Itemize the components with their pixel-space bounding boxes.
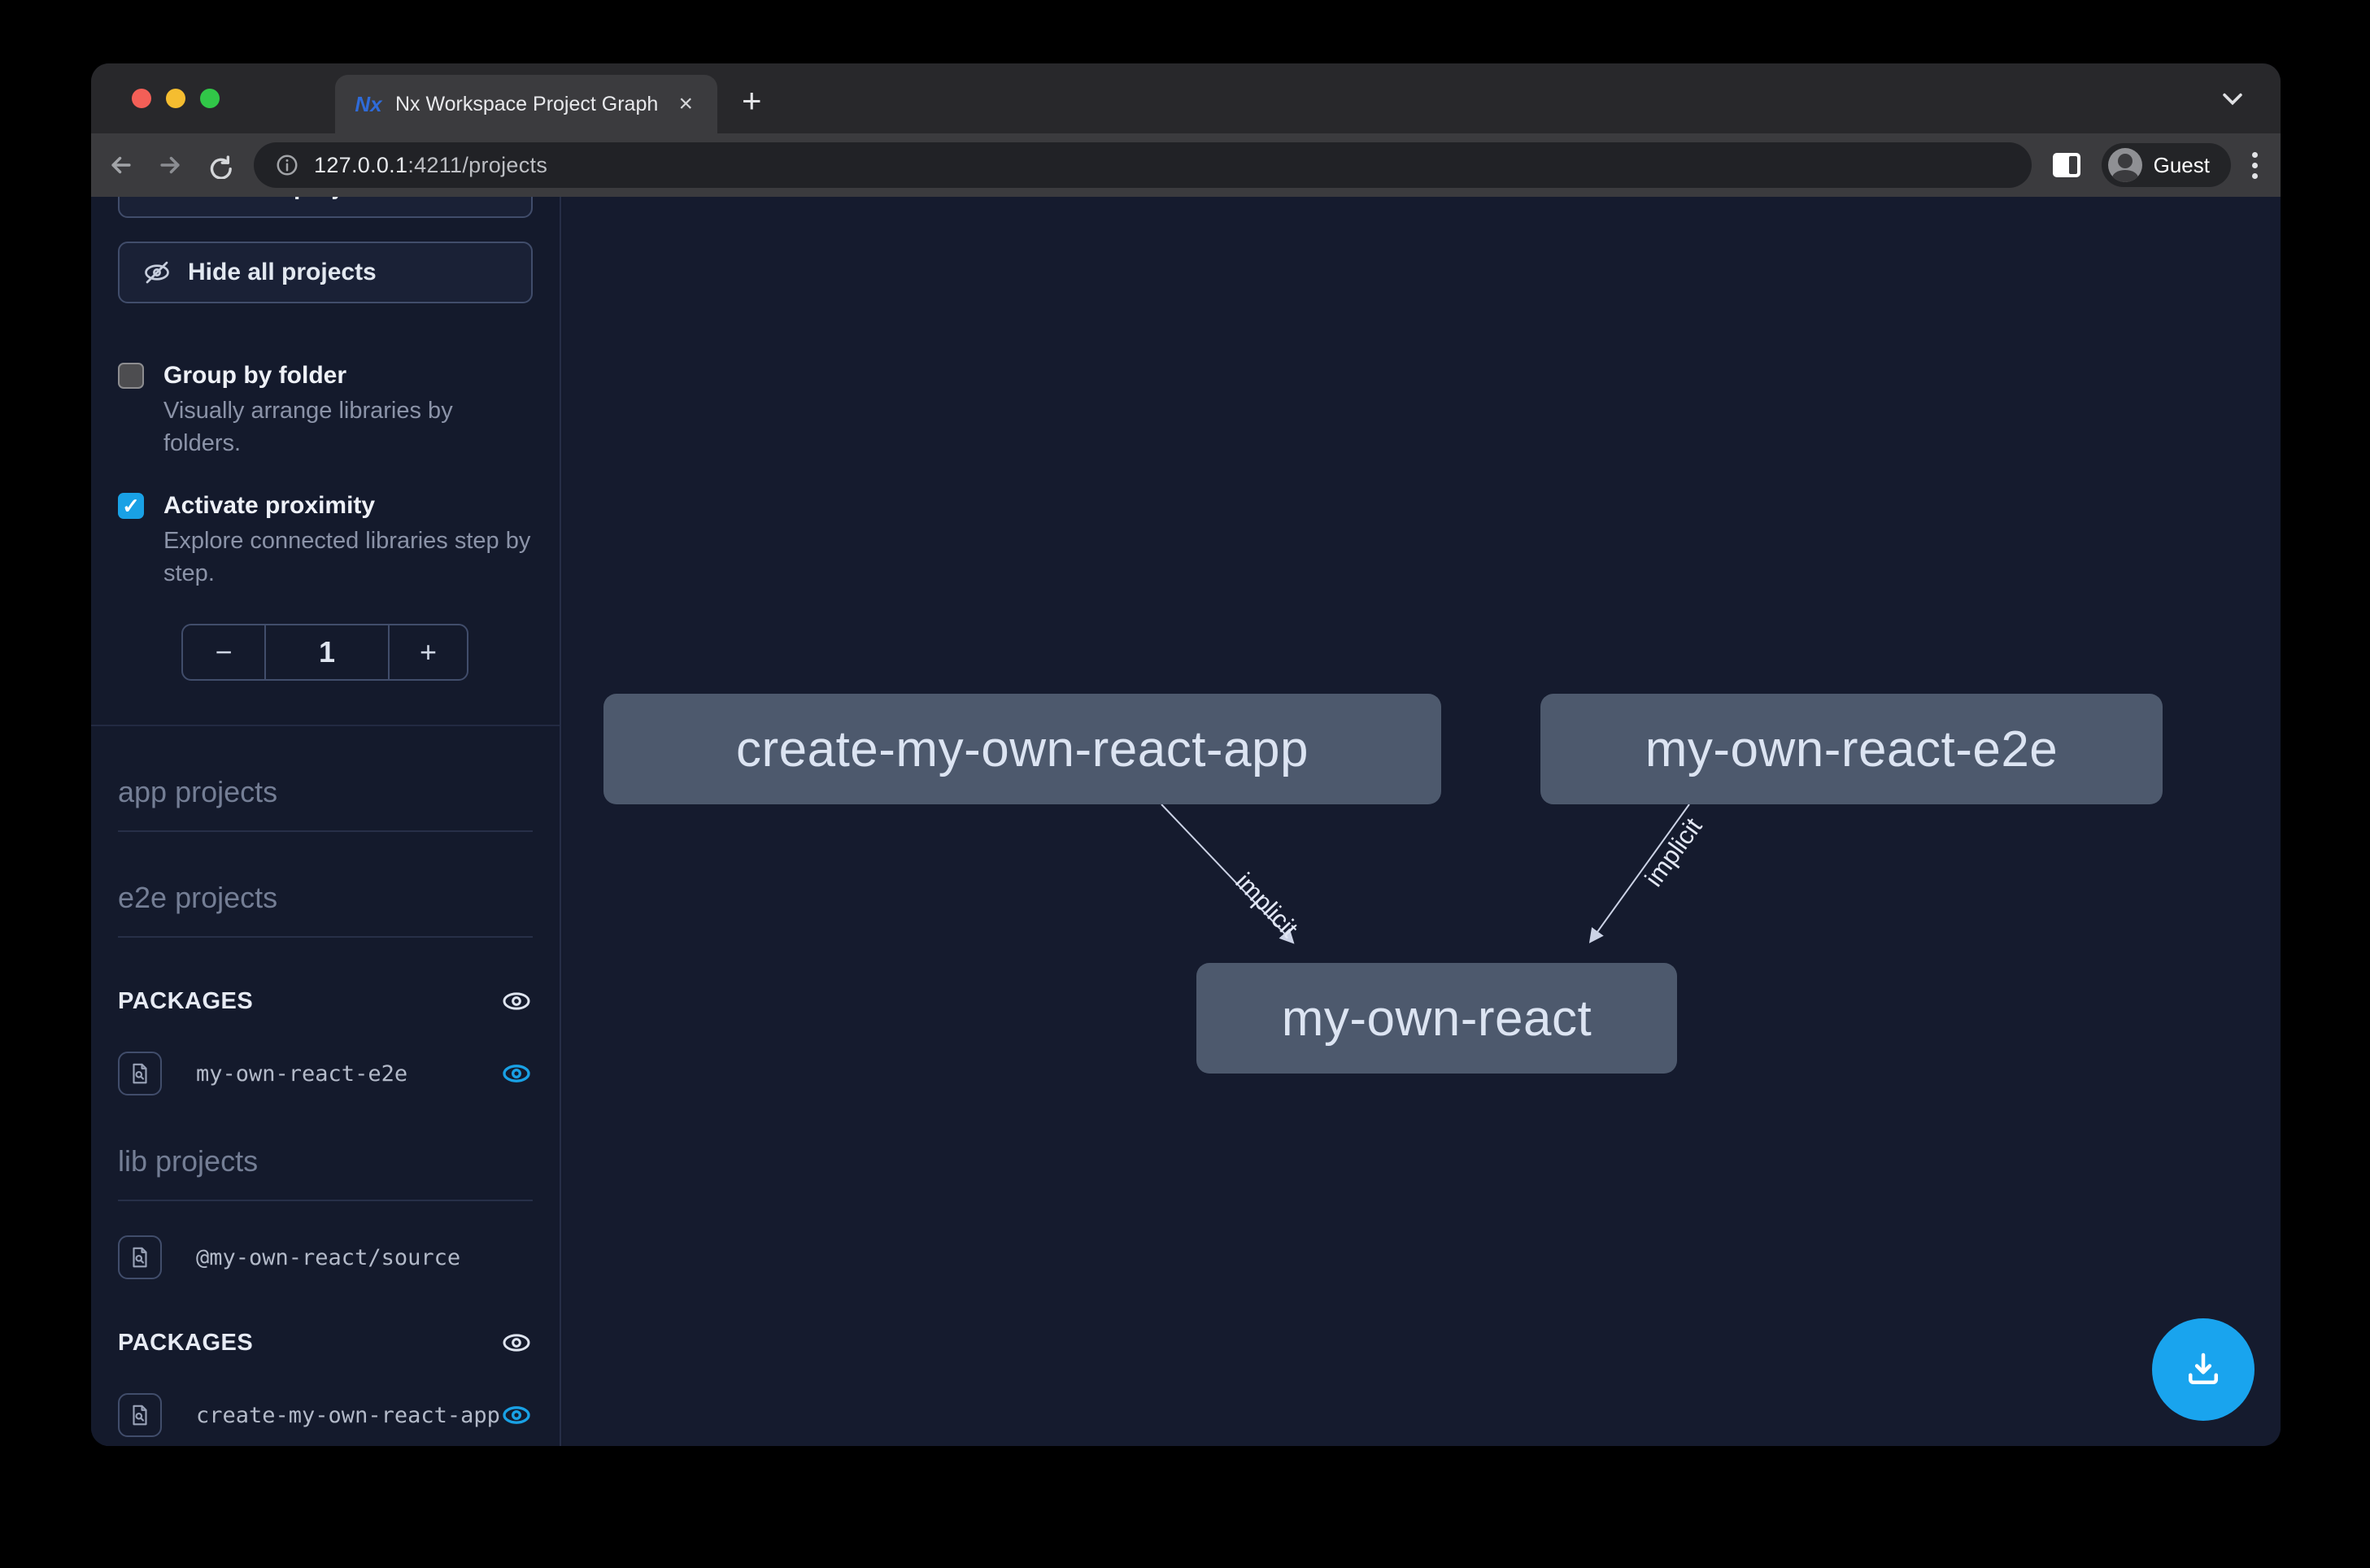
activate-proximity-checkbox[interactable]: ✓ [118,493,144,519]
activate-proximity-option: ✓ Activate proximity Explore connected l… [118,490,533,590]
browser-window: Nx Nx Workspace Project Graph × + 127.0.… [91,63,2281,1446]
app-projects-heading: app projects [118,775,533,832]
project-graph-canvas[interactable]: implicit implicit create-my-own-react-ap… [563,197,2281,1446]
back-button[interactable] [102,146,140,184]
graph-node-create-my-own-react-app[interactable]: create-my-own-react-app [603,694,1441,804]
activate-proximity-label: Activate proximity [163,492,376,519]
graph-node-my-own-react-e2e[interactable]: my-own-react-e2e [1540,694,2163,804]
graph-node-my-own-react[interactable]: my-own-react [1196,963,1677,1074]
browser-menu-icon[interactable] [2252,151,2258,179]
avatar [2107,148,2142,182]
forward-button[interactable] [151,146,189,184]
show-all-projects-button[interactable]: Show all projects [118,197,533,218]
proximity-stepper: − 1 + [181,624,468,681]
project-row-my-own-react-e2e: my-own-react-e2e [118,1052,533,1095]
edge-label-implicit: implicit [1640,812,1708,892]
edge-label-implicit: implicit [1230,867,1304,943]
tab-title: Nx Workspace Project Graph [395,92,659,115]
address-bar[interactable]: 127.0.0.1:4211/projects [254,142,2032,188]
new-tab-button[interactable]: + [742,81,762,120]
project-name: my-own-react-e2e [196,1061,408,1087]
packages-heading: PACKAGES [118,1329,254,1356]
eye-off-icon [145,261,169,284]
profile-button[interactable]: Guest [2101,143,2231,187]
show-all-projects-label: Show all projects [188,197,389,201]
e2e-projects-heading: e2e projects [118,881,533,938]
project-name: @my-own-react/source [196,1244,461,1270]
site-info-icon[interactable] [275,153,299,177]
project-visibility-eye-icon[interactable] [500,1057,533,1090]
hide-all-projects-button[interactable]: Hide all projects [118,242,533,303]
sidebar-divider [91,725,560,726]
eye-icon [142,197,172,202]
focus-project-button[interactable] [118,1052,162,1095]
zoom-window-button[interactable] [200,89,220,108]
reload-button[interactable] [200,146,237,184]
group-by-folder-label: Group by folder [163,362,346,389]
sidebar: Show all projects Hide all projects Grou… [91,197,561,1446]
activate-proximity-description: Explore connected libraries step by step… [163,528,531,586]
url-text: 127.0.0.1:4211/projects [314,152,548,177]
packages-toggle-eye-icon[interactable] [500,1326,533,1359]
minimize-window-button[interactable] [166,89,185,108]
proximity-increment-button[interactable]: + [388,625,467,679]
proximity-decrement-button[interactable]: − [183,625,266,679]
browser-tab[interactable]: Nx Nx Workspace Project Graph × [335,75,717,133]
packages-toggle-eye-icon[interactable] [500,985,533,1017]
focus-project-button[interactable] [118,1235,162,1279]
page-content: Show all projects Hide all projects Grou… [91,197,2281,1446]
project-row-create-my-own-react-app: create-my-own-react-app [118,1393,533,1437]
project-name: create-my-own-react-app [196,1402,500,1428]
download-graph-button[interactable] [2152,1318,2255,1421]
nx-favicon-icon: Nx [355,91,382,116]
lib-projects-heading: lib projects [118,1144,533,1201]
packages-heading: PACKAGES [118,987,254,1014]
edge-create-to-react[interactable] [1161,804,1295,944]
tab-overview-chevron-icon[interactable] [2219,85,2246,119]
project-visibility-eye-icon[interactable] [500,1399,533,1431]
download-icon [2189,1352,2218,1384]
profile-label: Guest [2153,152,2210,177]
browser-toolbar: 127.0.0.1:4211/projects Guest [91,133,2281,197]
focus-project-button[interactable] [118,1393,162,1437]
edge-e2e-to-react[interactable] [1588,804,1690,943]
proximity-value: 1 [318,635,336,669]
group-by-folder-description: Visually arrange libraries by folders. [163,398,453,456]
graph-edges: implicit implicit [1161,804,1708,944]
close-window-button[interactable] [132,89,151,108]
tab-close-icon[interactable]: × [678,90,693,117]
hide-all-projects-label: Hide all projects [188,259,377,285]
side-panel-icon[interactable] [2052,153,2080,177]
group-by-folder-option: Group by folder Visually arrange librari… [118,359,533,460]
project-row-my-own-react-source: @my-own-react/source [118,1235,533,1279]
window-controls [132,89,220,108]
group-by-folder-checkbox[interactable] [118,363,144,389]
tab-strip: Nx Nx Workspace Project Graph × + [91,63,2281,133]
